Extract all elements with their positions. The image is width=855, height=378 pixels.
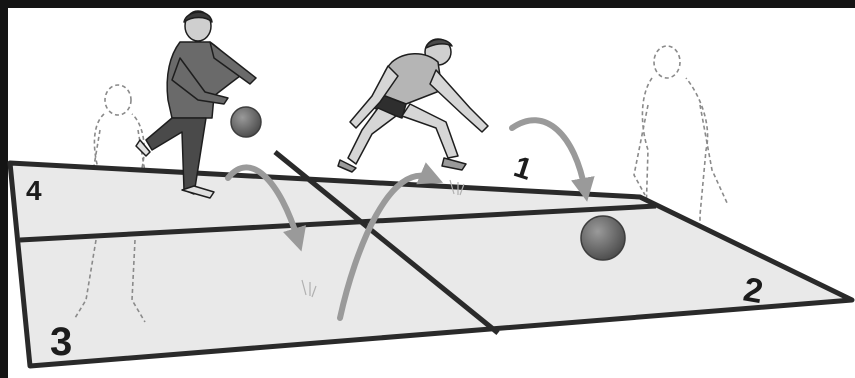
ball-bouncing bbox=[231, 107, 261, 137]
ball-on-court bbox=[581, 216, 625, 260]
square-number-3: 3 bbox=[50, 320, 72, 364]
square-number-4: 4 bbox=[26, 175, 42, 206]
